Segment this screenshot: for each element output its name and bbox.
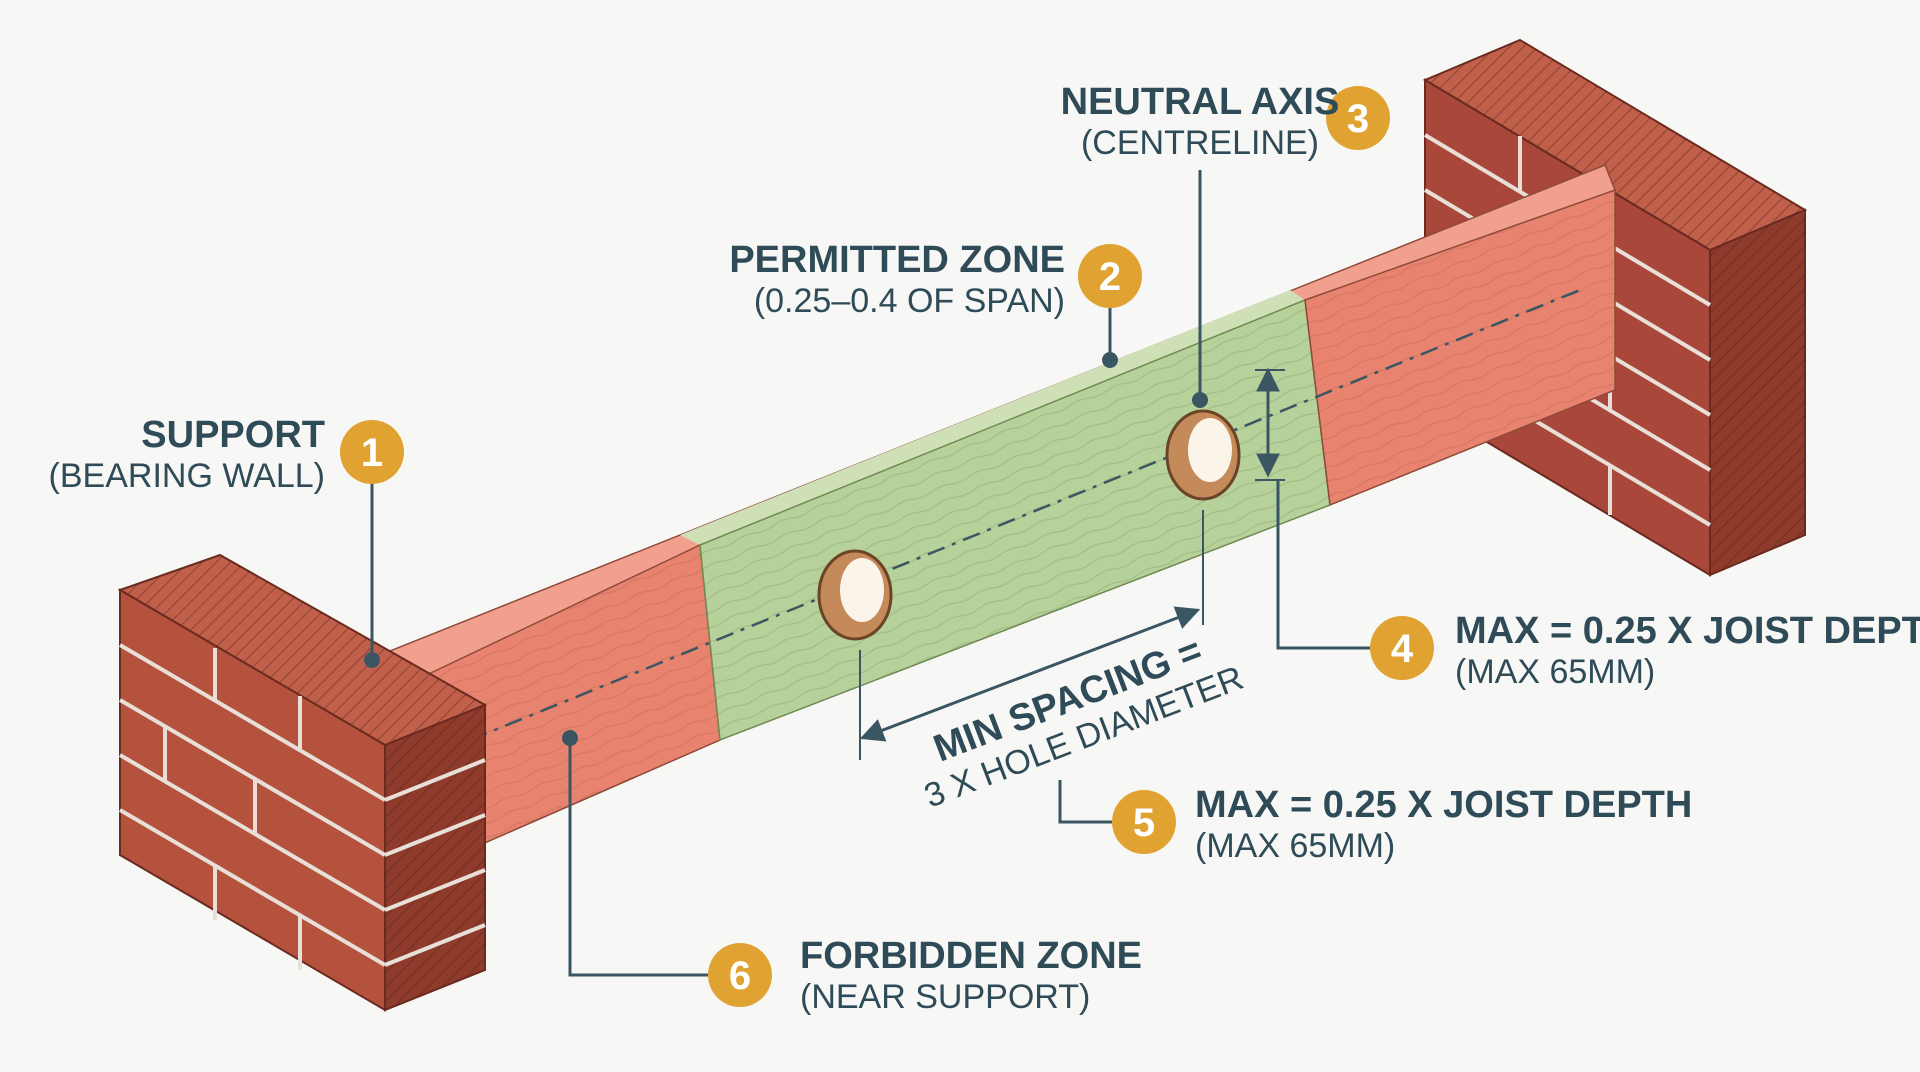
badge-6-number: 6 [729, 954, 751, 998]
timber-joist [379, 164, 1616, 846]
callout-support: 1 SUPPORT (BEARING WALL) [49, 414, 404, 495]
neutral-axis-line [469, 288, 1581, 742]
permitted-zone-top [680, 290, 1305, 545]
support-title: SUPPORT [141, 414, 325, 456]
max-depth-subtitle-2: (MAX 65MM) [1195, 827, 1395, 865]
callout-max-hole-depth-2: 5 MAX = 0.25 X JOIST DEPTH (MAX 65MM) [1112, 784, 1692, 865]
badge-4-number: 4 [1391, 627, 1414, 671]
max-depth-subtitle-1: (MAX 65MM) [1455, 653, 1655, 691]
hole-depth-dimension [1255, 367, 1285, 481]
badge-6 [708, 943, 772, 1007]
badge-4 [1370, 616, 1434, 680]
permitted-zone-title: PERMITTED ZONE [729, 239, 1065, 281]
support-subtitle: (BEARING WALL) [49, 457, 325, 495]
max-depth-title-2: MAX = 0.25 X JOIST DEPTH [1195, 784, 1692, 826]
badge-2 [1078, 244, 1142, 308]
leader-lines [364, 170, 1370, 977]
forbidden-zone-title: FORBIDDEN ZONE [800, 935, 1142, 977]
neutral-axis-title: NEUTRAL AXIS [1061, 81, 1340, 123]
badge-2-number: 2 [1099, 255, 1121, 299]
badge-3-number: 3 [1347, 97, 1369, 141]
hole-left [817, 549, 893, 641]
hole-right [1165, 409, 1241, 501]
badge-1-number: 1 [361, 431, 383, 475]
callout-permitted-zone: 2 PERMITTED ZONE (0.25–0.4 OF SPAN) [729, 239, 1142, 320]
permitted-zone-subtitle: (0.25–0.4 OF SPAN) [754, 282, 1065, 320]
callout-forbidden-zone: 6 FORBIDDEN ZONE (NEAR SUPPORT) [708, 935, 1142, 1016]
callout-max-hole-depth-1: 4 MAX = 0.25 X JOIST DEPTH (MAX 65MM) [1370, 610, 1920, 691]
neutral-axis-subtitle: (CENTRELINE) [1081, 124, 1319, 162]
badge-3 [1326, 86, 1390, 150]
callout-neutral-axis: 3 NEUTRAL AXIS (CENTRELINE) [1061, 81, 1390, 162]
left-brick-pier [117, 553, 488, 1012]
max-depth-title-1: MAX = 0.25 X JOIST DEPTH [1455, 610, 1920, 652]
badge-5-number: 5 [1133, 801, 1155, 845]
badge-5 [1112, 790, 1176, 854]
badge-1 [340, 420, 404, 484]
forbidden-zone-subtitle: (NEAR SUPPORT) [800, 978, 1090, 1016]
